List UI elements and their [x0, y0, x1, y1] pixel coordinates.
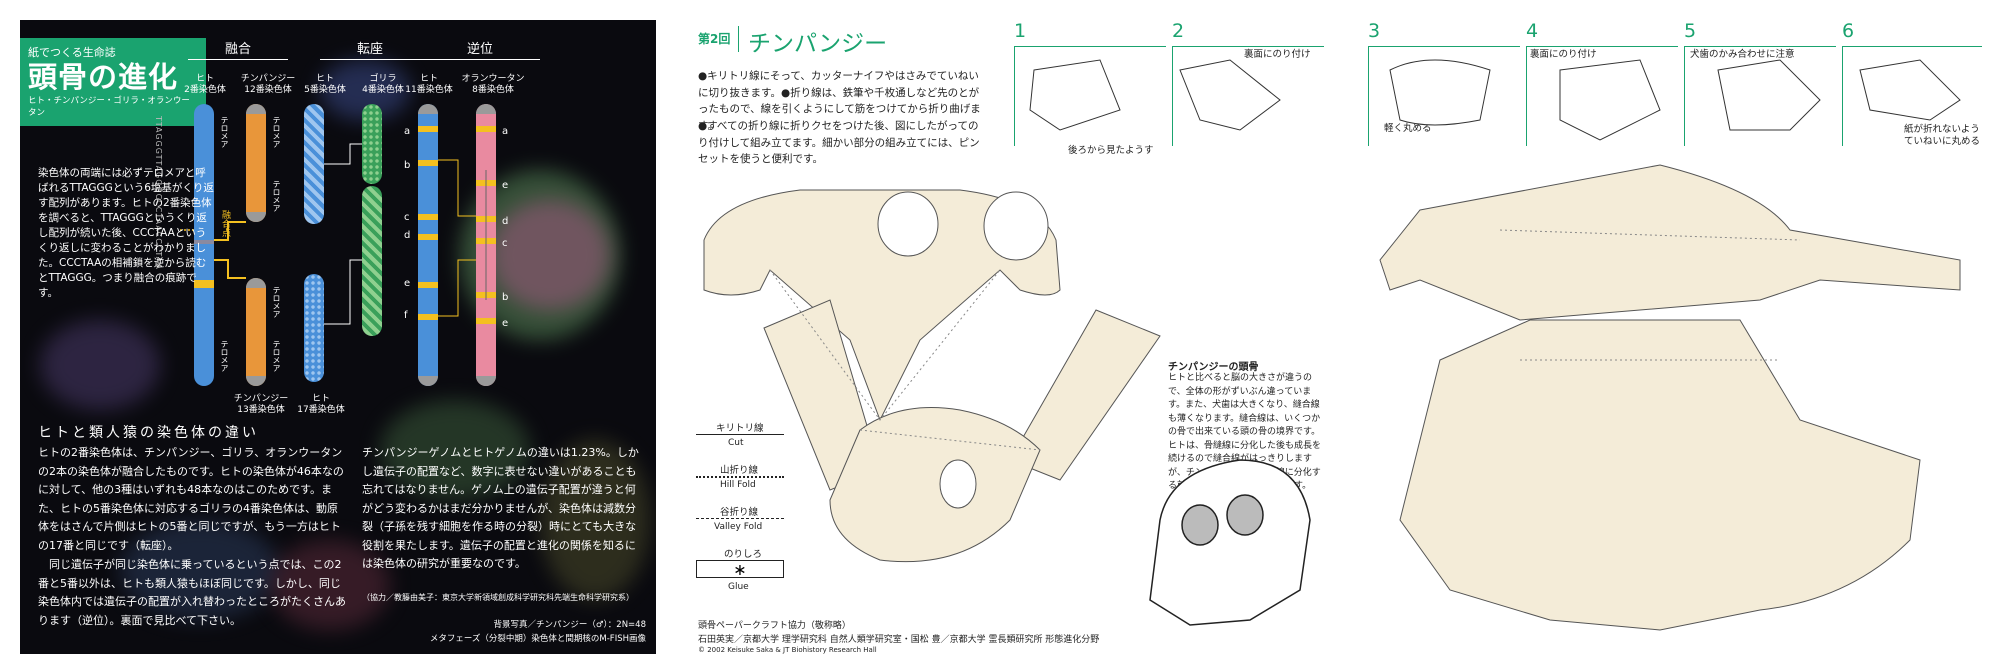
chromosome-chimp-12: [246, 104, 266, 222]
fusion-point-label: 融合点: [220, 210, 230, 237]
band-letter: a: [502, 126, 509, 137]
band-letter: e: [502, 318, 509, 329]
step-note: 後ろから見たようす: [1068, 145, 1154, 156]
section-inversion: 逆位: [420, 38, 540, 60]
title-box: 紙でつくる生命誌 頭骨の進化 ヒト・チンパンジー・ゴリラ・オランウータン: [20, 38, 206, 126]
band-letter: a: [404, 126, 411, 137]
band-letter: e: [502, 180, 509, 191]
right-strip: [1009, 309, 1161, 481]
chromosome-panel: 紙でつくる生命誌 頭骨の進化 ヒト・チンパンジー・ゴリラ・オランウータン 融合 …: [20, 20, 656, 654]
legend-cut-en: Cut: [728, 438, 744, 448]
label-orangutan-8: オランウータン 8番染色体: [461, 74, 525, 95]
section-subtitle: ヒトと類人猿の染色体の違い: [38, 425, 259, 441]
step-number: 4: [1526, 20, 1539, 42]
title-subtitle: ヒト・チンパンジー・ゴリラ・オランウータン: [28, 96, 190, 118]
band-letter: e: [404, 278, 411, 289]
telomere-label: テロメア: [272, 180, 281, 212]
step-number: 5: [1684, 20, 1697, 42]
series-title: チンパンジー: [748, 31, 888, 57]
band-letter: d: [502, 216, 509, 227]
step-number: 3: [1368, 20, 1381, 42]
telomere-label: テロメア: [272, 286, 281, 318]
telomere-label: テロメア: [272, 116, 281, 148]
series-label: 紙でつくる生命誌: [28, 46, 116, 59]
left-eye-hole: [877, 191, 939, 257]
telomere-description: 染色体の両端には必ずテロメアと呼ばれるTTAGGGという6塩基がくり返す配列があ…: [38, 167, 214, 299]
footer-credit-1: 頭骨ペーパークラフト協力（敬称略）: [698, 621, 851, 631]
nose-hole: [939, 459, 977, 509]
main-title: 頭骨の進化: [28, 60, 179, 94]
right-eye-hole: [983, 191, 1049, 261]
chromosome-human-11: [418, 104, 438, 386]
band-letter: f: [404, 310, 408, 321]
legend-cut-jp: キリトリ線: [716, 423, 764, 434]
label-gorilla-4: ゴリラ 4番染色体: [362, 74, 404, 95]
step-note: 軽く丸める: [1384, 123, 1432, 134]
chromosome-gorilla-4-top: [362, 104, 382, 184]
skull-illustration: [1149, 459, 1311, 626]
step-note: 紙が折れないようていねいに丸める: [1904, 124, 1981, 147]
legend-glue-symbol: ∗: [696, 560, 784, 579]
cooperation-credit: （協力／教籐由美子：東京大学新領域創成科学研究科先端生命科学研究系）: [362, 593, 634, 602]
telomere-label: テロメア: [272, 340, 281, 372]
skull-title: チンパンジーの頭骨: [1168, 362, 1259, 373]
step-note: 犬歯のかみ合わせに注意: [1690, 49, 1795, 60]
chromosome-chimp-13: [246, 278, 266, 386]
step-number: 1: [1014, 20, 1027, 42]
legend-valley-jp: 谷折り線: [720, 507, 759, 518]
label-human-5: ヒト 5番染色体: [304, 74, 346, 95]
label-human-11: ヒト 11番染色体: [405, 74, 453, 95]
paragraph-1: ヒトの2番染色体は、チンパンジー、ゴリラ、オランウータンの2本の染色体が融合した…: [38, 446, 344, 552]
band-letter: c: [404, 212, 410, 223]
telomere-label: テロメア: [220, 116, 229, 148]
label-chimp-12: チンパンジー 12番染色体: [240, 74, 296, 95]
paragraph-2: 同じ遺伝子が同じ染色体に乗っているという点では、この2番と5番以外は、ヒトも類人…: [38, 558, 346, 627]
legend-glue-en: Glue: [728, 582, 749, 592]
legend-hill-jp: 山折り線: [720, 465, 759, 476]
section-translocation: 転座: [320, 38, 420, 60]
label-chimp-13: チンパンジー 13番染色体: [233, 394, 289, 415]
telomere-label: テロメア: [220, 340, 229, 372]
upper-jaw-piece: [829, 407, 1041, 563]
mandible-bottom: [1399, 319, 1921, 631]
chromosome-human-17: [304, 274, 324, 382]
section-fusion: 融合: [188, 38, 288, 60]
band-letter: b: [502, 292, 509, 303]
brow-piece: [703, 189, 1061, 422]
chromosome-human-5: [304, 104, 324, 224]
band-letter: c: [502, 238, 508, 249]
step-number: 6: [1842, 20, 1855, 42]
photo-credit: 背景写真／チンパンジー（♂）：2N=48: [493, 620, 646, 630]
legend-hill-en: Hill Fold: [720, 480, 756, 490]
footer-copyright: © 2002 Keisuke Saka & JT Biohistory Rese…: [698, 646, 877, 654]
instructions-2: ●すべての折り線に折りクセをつけた後、図にしたがってのり付けして組み立てます。細…: [698, 120, 980, 165]
instructions-1: ●キリトリ線にそって、カッターナイフやはさみでていねいに切り抜きます。●折り線は…: [698, 70, 981, 132]
legend-valley-en: Valley Fold: [714, 522, 763, 532]
sequence-text: TTAGGGTTAGGGCCCTAACCCTAA: [154, 116, 163, 270]
photo-credit: メタフェーズ（分裂中期）染色体と間期核のM-FISH画像: [429, 634, 646, 644]
chromosome-human-2: [194, 104, 214, 386]
mandible-top: [1379, 164, 1961, 321]
footer-credit-2: 石田英実／京都大学 理学研究科 自然人類学研究室・国松 豊／京都大学 霊長類研究…: [698, 635, 1100, 645]
band-letter: b: [404, 160, 411, 171]
step-note: 裏面にのり付け: [1530, 49, 1597, 60]
step-number: 2: [1172, 20, 1185, 42]
label-human-2: ヒト 2番染色体: [184, 74, 226, 95]
series-number: 第2回: [698, 32, 731, 46]
chromosome-connectors: [180, 143, 487, 325]
label-human-17: ヒト 17番染色体: [297, 394, 345, 415]
step-note: 裏面にのり付け: [1244, 49, 1311, 60]
legend-glue-jp: のりしろ: [724, 549, 763, 560]
paragraph-3: チンパンジーゲノムとヒトゲノムの違いは1.23%。しかし遺伝子の配置など、数字に…: [362, 446, 639, 570]
band-letter: d: [404, 230, 411, 241]
chromosome-gorilla-4-bottom: [362, 186, 382, 336]
